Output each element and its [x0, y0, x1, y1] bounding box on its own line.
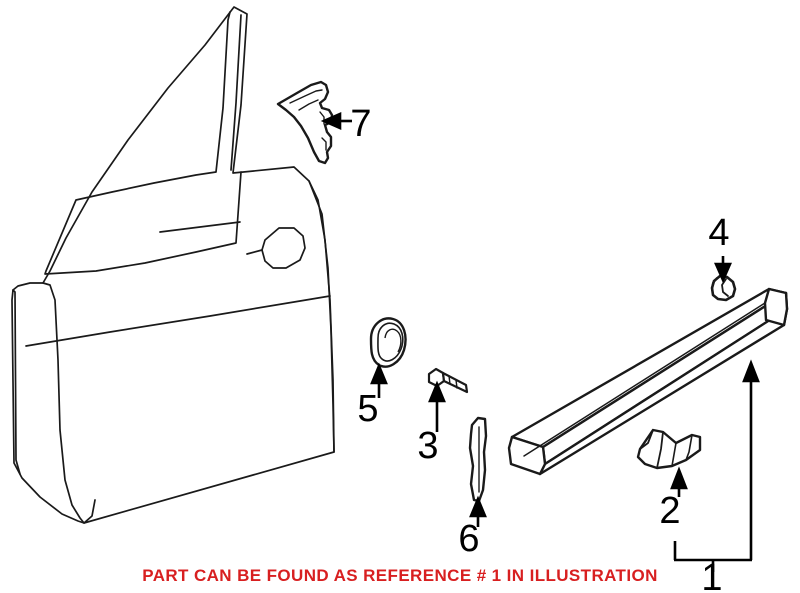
molding-end-cap [636, 428, 702, 470]
screw-thread-b [455, 379, 458, 389]
callout-label-2: 2 [659, 490, 680, 532]
molding-retainer-strip [468, 416, 488, 503]
callout-6-arrowhead [469, 495, 487, 518]
cover-cap-ring [377, 322, 404, 362]
door-outer-edge [11, 6, 335, 524]
screw-shank [441, 371, 469, 394]
molding-right-end [763, 287, 789, 327]
reference-note: PART CAN BE FOUND AS REFERENCE # 1 IN IL… [142, 566, 658, 585]
callout-6-leader [469, 495, 487, 527]
end-cap-fold-a [639, 429, 654, 450]
end-cap-fold-c [671, 442, 677, 467]
molding-crease-line [523, 302, 766, 457]
corner-trim-inner-line-b [298, 99, 319, 111]
door-belt-molding [507, 287, 789, 476]
front-door-shell [11, 6, 335, 524]
callout-label-6: 6 [458, 518, 479, 560]
retainer-clip-inner [721, 278, 729, 297]
callout-7-arrowhead [320, 112, 342, 130]
door-rear-edge [308, 180, 335, 453]
end-cap-fold-d [685, 434, 693, 461]
callout-label-3: 3 [417, 425, 438, 467]
corner-trim-inner-line-d [321, 137, 327, 151]
retainer-clip-tab [711, 277, 718, 291]
front-corner-trim-cover [276, 80, 334, 165]
corner-trim-inner-line-a [289, 89, 323, 104]
callout-5-arrowhead [370, 362, 388, 385]
callout-4-leader [714, 256, 732, 284]
callout-2-arrowhead [670, 466, 688, 490]
molding-left-end [507, 435, 547, 476]
door-handle-recess-lip [246, 249, 263, 255]
callout-label-4: 4 [708, 212, 729, 254]
lower-body-crease [25, 295, 331, 347]
callout-3-arrowhead [428, 380, 446, 403]
callout-2-leader [670, 466, 688, 497]
callout-4-arrowhead [714, 262, 732, 284]
callout-1-bracket [673, 359, 760, 572]
screw-thread-a [448, 375, 451, 385]
callout-3-leader [428, 380, 446, 432]
callout-label-7: 7 [350, 103, 371, 145]
door-front-jamb-line [42, 282, 85, 524]
cover-cap-inner-arc [384, 328, 402, 353]
callout-label-5: 5 [357, 388, 378, 430]
door-bottom-sill [83, 499, 96, 524]
molding-screw [427, 367, 469, 394]
callout-5-leader [370, 362, 388, 398]
callout-label-1: 1 [701, 557, 722, 593]
door-handle-recess [261, 227, 306, 269]
belt-line-crease [159, 221, 241, 233]
callout-1-arrowhead [742, 359, 760, 383]
door-rear-pillar-line [230, 14, 242, 171]
molding-top-face [510, 287, 788, 449]
window-glass-opening [44, 11, 242, 275]
end-cap-fold-b [656, 431, 664, 469]
door-hinge-flange [12, 289, 21, 475]
callout-7-leader [320, 112, 352, 130]
end-cap-body [636, 428, 702, 470]
retainer-strip-body [468, 416, 488, 503]
mirror-hole-cover-cap [369, 317, 407, 368]
